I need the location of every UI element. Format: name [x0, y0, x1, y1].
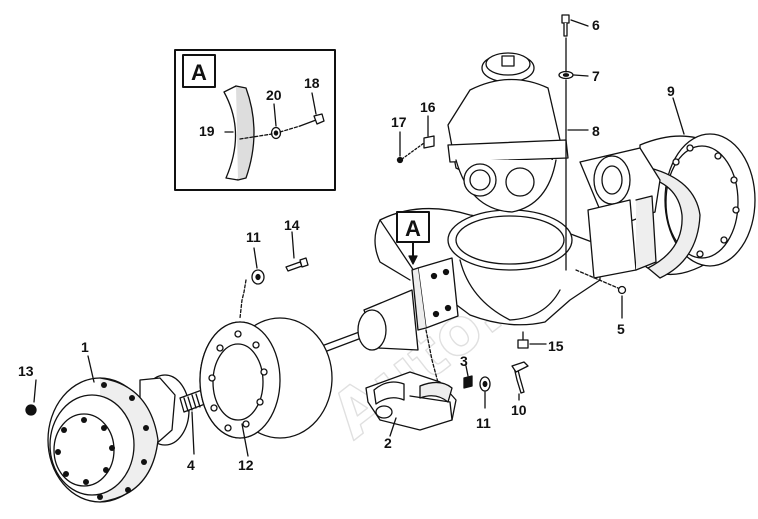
callout-2: 2: [384, 435, 392, 451]
callout-16: 16: [420, 99, 436, 115]
bolt-part-14: [285, 257, 309, 272]
bolt-head: [313, 113, 325, 125]
callout-17: 17: [391, 114, 407, 130]
axle-housing-part: [374, 207, 601, 326]
detail-pointer-letter: A: [405, 216, 421, 241]
assembly-axis-a: [239, 125, 301, 140]
callout-18: 18: [304, 75, 320, 91]
differential-carrier-part: [447, 52, 569, 213]
callout-6: 6: [592, 17, 600, 33]
leader-lines: [33, 19, 685, 457]
bolt-part-10: [511, 361, 529, 394]
callout-1: 1: [81, 339, 89, 355]
washer-part-upper: [251, 269, 265, 285]
bracket-part-16: [423, 135, 435, 149]
callout-5: 5: [617, 321, 625, 337]
wheel-hub-part: [47, 374, 190, 503]
callout-13: 13: [18, 363, 34, 379]
callout-9: 9: [667, 83, 675, 99]
detail-box-letter: A: [191, 60, 207, 85]
bolt-part-6: [561, 14, 570, 37]
bolt-shank: [299, 119, 317, 127]
callout-labels: 1 2 3 4 5 6 7 8 9 10 11 11 12 13 14 15 1…: [18, 17, 675, 473]
callout-10: 10: [511, 402, 527, 418]
callout-19: 19: [199, 123, 215, 139]
callout-15: 15: [548, 338, 564, 354]
washer-hole: [273, 130, 279, 136]
pin-part-17: [396, 156, 404, 164]
planetary-hub-part: [579, 133, 756, 279]
detail-pointer-a: A: [396, 211, 430, 265]
brake-caliper-part: [365, 371, 457, 431]
stud-part: [25, 404, 37, 416]
washer-part-lower: [479, 376, 491, 392]
callout-12: 12: [238, 457, 254, 473]
callout-3: 3: [460, 353, 468, 369]
brake-backing-plate-part: [199, 317, 333, 439]
callout-11-upper: 11: [246, 229, 261, 245]
callout-4: 4: [187, 457, 195, 473]
callout-20: 20: [266, 87, 282, 103]
plug-part-15: [517, 339, 529, 349]
plug-part-5: [617, 285, 627, 295]
detail-box-a: A: [174, 49, 336, 191]
callout-8: 8: [592, 123, 600, 139]
callout-11-lower: 11: [476, 415, 491, 431]
spring-seat-part: [357, 257, 459, 351]
curved-strip-edge: [235, 85, 255, 181]
bushing-part-3: [463, 375, 473, 389]
callout-7: 7: [592, 68, 600, 84]
callout-14: 14: [284, 217, 300, 233]
